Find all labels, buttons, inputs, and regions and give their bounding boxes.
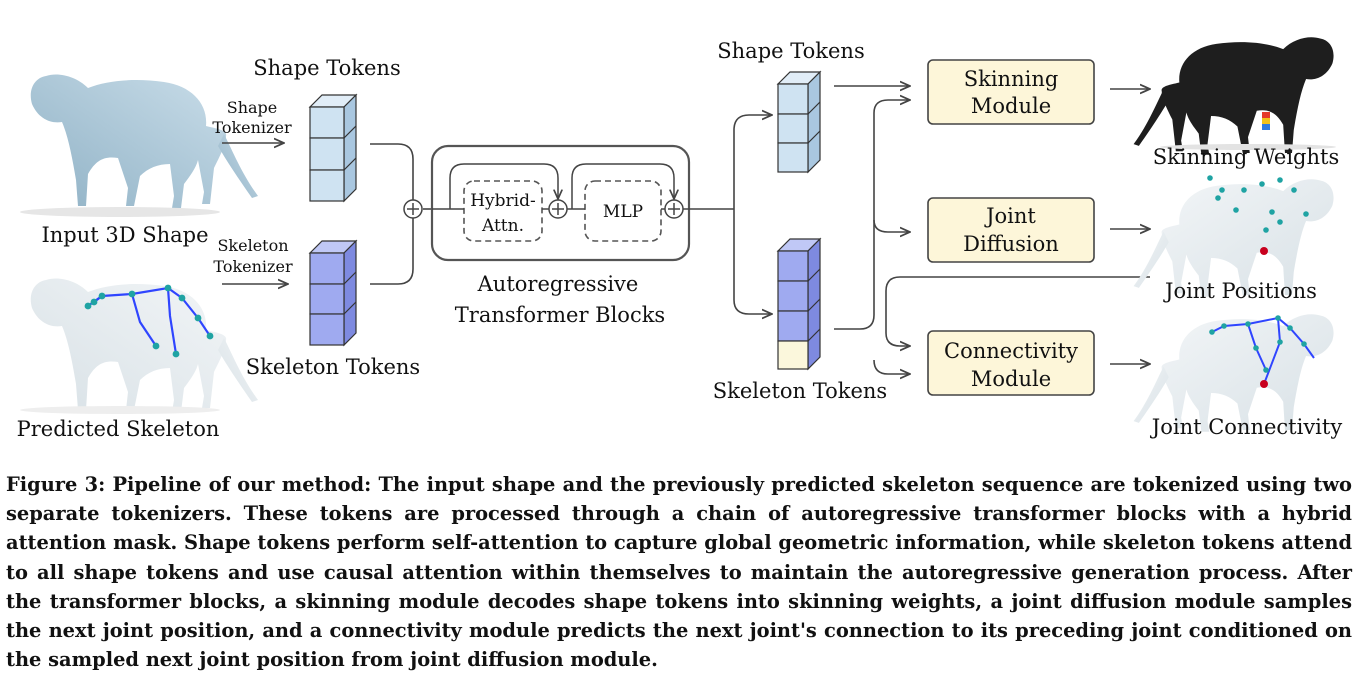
figure-caption: Figure 3: Pipeline of our method: The in… (6, 473, 1352, 672)
module-connectors (834, 86, 1150, 374)
joint-diffusion-label-line1: Joint (984, 204, 1036, 228)
connectivity-module-label-line2: Module (971, 367, 1051, 391)
mlp-residual-plus-icon (664, 199, 684, 219)
split-connectors (733, 115, 772, 314)
mlp-box (584, 180, 662, 242)
skinning-module-box (927, 59, 1095, 125)
transformer-title-line1: Autoregressive (477, 272, 639, 296)
output-arrows (1110, 89, 1150, 364)
predicted-skeleton-image (20, 278, 258, 414)
predicted-skeleton-label: Predicted Skeleton (17, 417, 220, 441)
skeleton-tokenizer-label-line1: Skeleton (217, 236, 288, 255)
merge-connectors (370, 143, 432, 285)
right-shape-token-stack (776, 70, 822, 174)
right-skeleton-token-stack (776, 237, 822, 371)
joint-diffusion-label-line2: Diffusion (963, 232, 1059, 256)
skinning-weights-label: Skinning Weights (1153, 145, 1339, 169)
skinning-module-label-line2: Module (971, 94, 1051, 118)
skinning-weights-image (1133, 37, 1336, 155)
transformer-title-line2: Transformer Blocks (455, 303, 665, 327)
joint-positions-image (1133, 175, 1334, 297)
attn-residual-plus-icon (548, 199, 568, 219)
joint-diffusion-box (927, 197, 1095, 263)
joint-connectivity-image (1133, 314, 1334, 432)
skeleton-tokenizer-label-line2: Tokenizer (213, 257, 293, 276)
skinning-module-label-line1: Skinning (964, 67, 1059, 91)
connectivity-module-label-line1: Connectivity (944, 339, 1078, 363)
input-shape-label: Input 3D Shape (41, 223, 208, 247)
hybrid-attn-label-line1: Hybrid- (470, 191, 536, 211)
hybrid-attn-box (463, 180, 543, 242)
left-shape-token-stack (308, 93, 358, 203)
left-skeleton-token-stack (308, 239, 358, 347)
left-shape-tokens-title: Shape Tokens (253, 56, 400, 80)
right-shape-tokens-title: Shape Tokens (717, 39, 864, 63)
transformer-residuals (432, 163, 734, 210)
input-3d-shape-image (20, 74, 258, 217)
pipeline-diagram: Input 3D Shape Predicted Skeleton Shape … (17, 37, 1343, 441)
left-skeleton-tokens-title: Skeleton Tokens (246, 355, 420, 379)
shape-tokenizer-label-line1: Shape (227, 98, 278, 117)
shape-tokenizer-label-line2: Tokenizer (212, 118, 292, 137)
joint-connectivity-label: Joint Connectivity (1150, 415, 1343, 439)
mlp-label: MLP (603, 202, 643, 222)
connectivity-module-box (927, 330, 1095, 396)
merge-plus-icon (403, 199, 423, 219)
right-skeleton-tokens-title: Skeleton Tokens (713, 379, 887, 403)
hybrid-attn-label-line2: Attn. (481, 216, 524, 236)
joint-positions-label: Joint Positions (1163, 279, 1317, 303)
